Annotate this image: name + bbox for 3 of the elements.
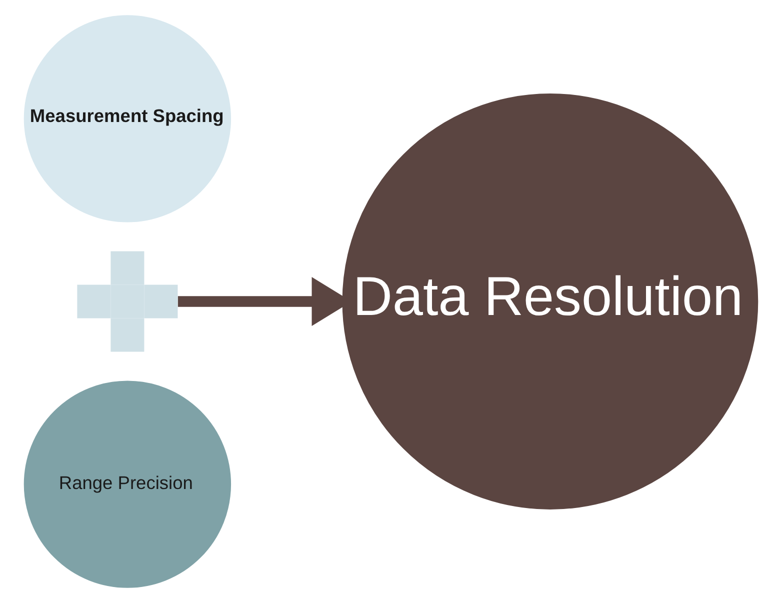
node-circle: Data Resolution (340, 92, 760, 511)
node-circle: Measurement Spacing (22, 14, 232, 224)
node-circle: Range Precision (22, 379, 232, 590)
